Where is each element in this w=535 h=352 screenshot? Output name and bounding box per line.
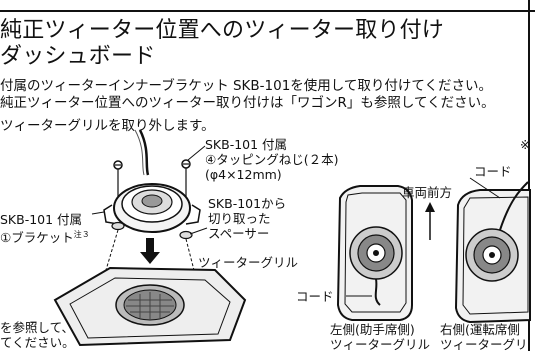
bracket-callout-item: ①ブラケット注３ (0, 230, 90, 246)
grille-label: ツィーターグリル (198, 255, 299, 270)
spacer (111, 221, 125, 231)
screws-callout-title: SKB-101 付属 (205, 137, 288, 152)
step-text: ツィーターグリルを取り外します。 (0, 118, 215, 134)
tweeter-cord-shadow (134, 129, 145, 176)
spacer-callout-line-3: スペーサー (208, 226, 270, 241)
tweeter-cord (138, 129, 150, 176)
cord-label-left: コード (296, 289, 334, 304)
page-edge-rule (528, 0, 530, 351)
instruction-line-2: 純正ツィーター位置へのツィーター取り付けは「ワゴンR」も参照してください。 (0, 95, 495, 111)
spacer-callout-line-1: SKB-101から (208, 196, 287, 211)
reference-line-1: を参照して、 (0, 320, 75, 335)
vehicle-front-label: 車両前方 (402, 185, 453, 200)
page-title-line-2: ダッシュボード (0, 44, 156, 69)
arrow-up-icon (425, 202, 435, 240)
passenger-grille-caption-2: ツィーターグリル (330, 337, 431, 352)
bracket-note: 注３ (73, 230, 90, 239)
instruction-line-1: 付属のツィーターインナーブラケット SKB-101を使用して取り付けてください。 (0, 78, 492, 94)
spacer-callout-line-2: 切り取った (208, 211, 271, 226)
tweeter-grille (53, 266, 247, 347)
driver-grille-caption-2: ツィーターグリ (440, 337, 528, 352)
spacer (179, 230, 193, 240)
passenger-grille (336, 185, 413, 321)
asterisk-note: ※ (520, 137, 531, 152)
bracket (103, 183, 201, 233)
screw-icon (113, 160, 123, 200)
cord-label-top: コード (474, 164, 512, 179)
passenger-grille-caption-1: 左側(助手席側) (330, 322, 415, 337)
page-title-line-1: 純正ツィーター位置へのツィーター取り付け (0, 18, 445, 43)
arrow-down-icon (140, 238, 160, 264)
tweeter-icon (349, 226, 403, 280)
driver-grille (454, 181, 531, 324)
screws-callout-item: ④タッピングねじ(２本) (205, 152, 339, 167)
bracket-callout-title: SKB-101 付属 (0, 212, 83, 227)
screws-callout-size: (φ4×12mm) (205, 167, 282, 182)
tweeter-icon (465, 228, 519, 282)
reference-line-2: てください。 (0, 335, 75, 350)
driver-grille-caption-1: 右側(運転席側 (440, 322, 520, 337)
top-rule (0, 10, 535, 12)
